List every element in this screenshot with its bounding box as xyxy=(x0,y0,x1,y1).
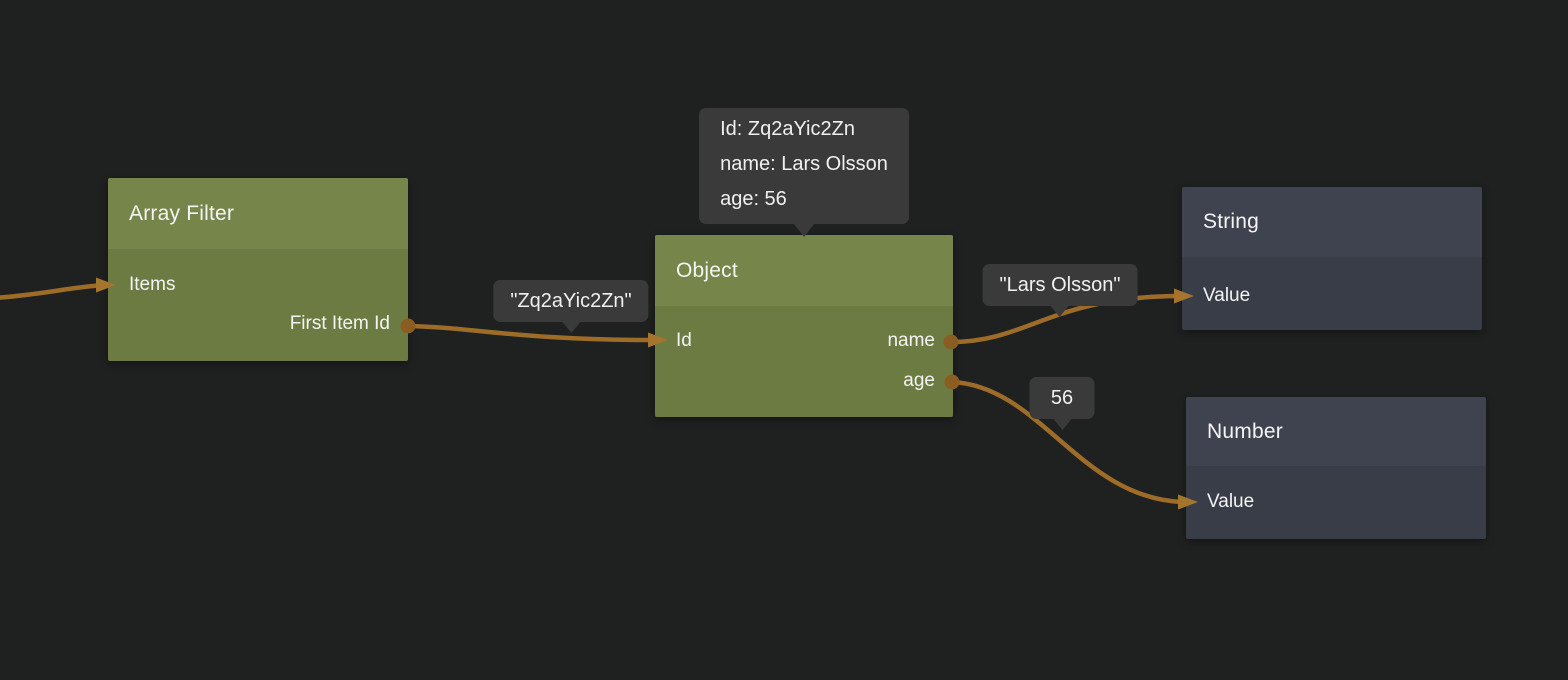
wire-into-items[interactable] xyxy=(0,283,101,300)
edge-label-name-value: "Lars Olsson" xyxy=(982,264,1138,306)
port-label-age: age xyxy=(903,370,935,391)
node-string[interactable]: String Value xyxy=(1182,187,1482,330)
node-object-header[interactable]: Object xyxy=(655,235,953,306)
port-label-first-item-id: First Item Id xyxy=(289,313,390,334)
node-array-filter[interactable]: Array Filter Items First Item Id xyxy=(108,178,408,361)
edge-label-age-value-text: 56 xyxy=(1050,387,1074,409)
edge-label-age-value: 56 xyxy=(1029,377,1095,419)
node-object[interactable]: Object Id name age xyxy=(655,235,953,417)
port-label-id: Id xyxy=(676,330,692,351)
node-array-filter-title: Array Filter xyxy=(129,201,235,225)
edge-label-id-value: "Zq2aYic2Zn" xyxy=(493,280,649,322)
port-label-number-value: Value xyxy=(1207,491,1255,512)
edge-label-name-value-text: "Lars Olsson" xyxy=(999,274,1121,296)
wire-first-item-id-to-id[interactable] xyxy=(405,323,653,343)
node-string-body: Value xyxy=(1182,257,1482,330)
node-string-header[interactable]: String xyxy=(1182,187,1482,257)
object-tooltip: Id: Zq2aYic2Zn name: Lars Olsson age: 56 xyxy=(699,108,909,224)
node-number-body: Value xyxy=(1186,466,1486,539)
node-number-header[interactable]: Number xyxy=(1186,397,1486,466)
port-label-items: Items xyxy=(129,274,176,295)
node-object-body: Id name age xyxy=(655,306,953,417)
tooltip-line-id: Id: Zq2aYic2Zn xyxy=(720,118,855,140)
node-string-title: String xyxy=(1203,210,1260,233)
port-label-string-value: Value xyxy=(1203,285,1251,306)
node-array-filter-body: Items First Item Id xyxy=(108,249,408,361)
port-label-name: name xyxy=(887,330,935,351)
node-object-title: Object xyxy=(676,258,738,282)
edge-label-id-value-text: "Zq2aYic2Zn" xyxy=(510,290,632,312)
node-number-title: Number xyxy=(1207,419,1283,443)
node-number[interactable]: Number Value xyxy=(1186,397,1486,539)
node-array-filter-header[interactable]: Array Filter xyxy=(108,178,408,249)
tooltip-line-name: name: Lars Olsson xyxy=(720,153,888,175)
tooltip-line-age: age: 56 xyxy=(720,188,787,210)
